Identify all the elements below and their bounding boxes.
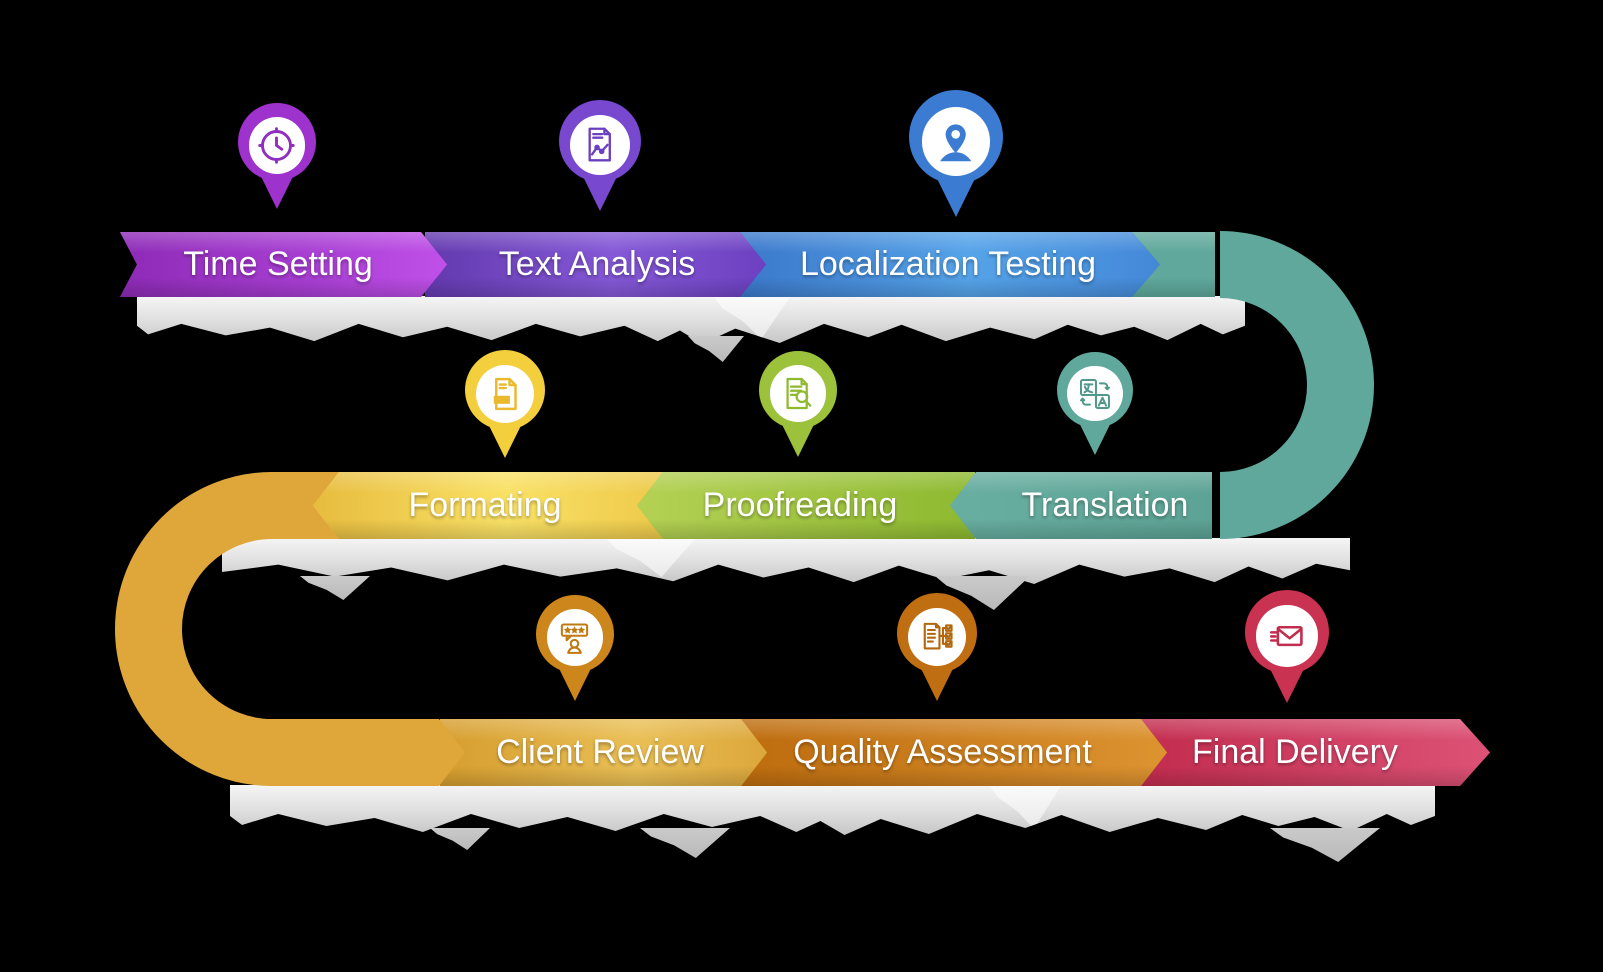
pin-text-analysis (559, 100, 641, 211)
pin-inner-circle (546, 609, 604, 667)
map-silhouette (1270, 828, 1380, 862)
pin-inner-circle (570, 114, 630, 175)
map-silhouette (688, 336, 744, 362)
clock-icon (249, 117, 306, 174)
proofreading-magnifier-icon (770, 365, 827, 422)
stage-label-proofreading: Proofreading (702, 486, 898, 524)
document-chart-icon (570, 115, 630, 175)
checklist-icon (908, 608, 966, 666)
map-silhouette (989, 785, 1062, 829)
stage-label-final-delivery: Final Delivery (1192, 733, 1398, 771)
ribbon-segment-localization-testing (735, 232, 1160, 297)
pin-quality-assessment (897, 593, 977, 701)
map-shadow-strip (230, 785, 1435, 835)
location-person-icon (922, 107, 991, 176)
pin-inner-circle (475, 364, 535, 423)
pin-proofreading (759, 351, 837, 457)
ribbon-segment-translation (950, 472, 1212, 539)
pin-translation (1057, 352, 1133, 455)
stage-label-text-analysis: Text Analysis (498, 245, 696, 283)
ribbon-segment-text-analysis (425, 232, 766, 297)
ribbon-segment-formating (313, 472, 665, 539)
document-icon (476, 365, 534, 423)
pin-time-setting (238, 103, 316, 209)
map-shadow-strip (222, 538, 1350, 584)
stage-label-time-setting: Time Setting (183, 245, 373, 283)
client-review-icon (547, 609, 604, 666)
stage-label-translation: Translation (1021, 486, 1189, 524)
map-silhouette (430, 828, 490, 850)
pin-localization-testing (909, 90, 1003, 217)
stage-label-client-review: Client Review (496, 733, 704, 771)
pin-formating (465, 350, 545, 458)
stage-label-localization-testing: Localization Testing (799, 245, 1097, 283)
map-silhouette (605, 538, 696, 578)
ribbon-segment-client-review (440, 719, 767, 786)
ribbon-segment-proofreading (637, 472, 975, 539)
ribbon-segment-final-delivery (1140, 719, 1490, 786)
stage-label-quality-assessment: Quality Assessment (793, 733, 1092, 771)
map-silhouette (640, 828, 730, 858)
map-silhouette (713, 296, 791, 340)
stage-label-formating: Formating (408, 486, 562, 524)
ribbon-segment-time-setting (120, 232, 447, 297)
pin-client-review (536, 595, 614, 701)
mail-icon (1256, 605, 1317, 666)
pin-final-delivery (1245, 590, 1329, 703)
map-silhouette (300, 576, 370, 600)
pin-inner-circle (907, 607, 967, 666)
translation-icon (1067, 366, 1122, 421)
ribbon-gold-lead-out (269, 719, 465, 786)
ribbon-segment-quality-assessment (740, 719, 1167, 786)
